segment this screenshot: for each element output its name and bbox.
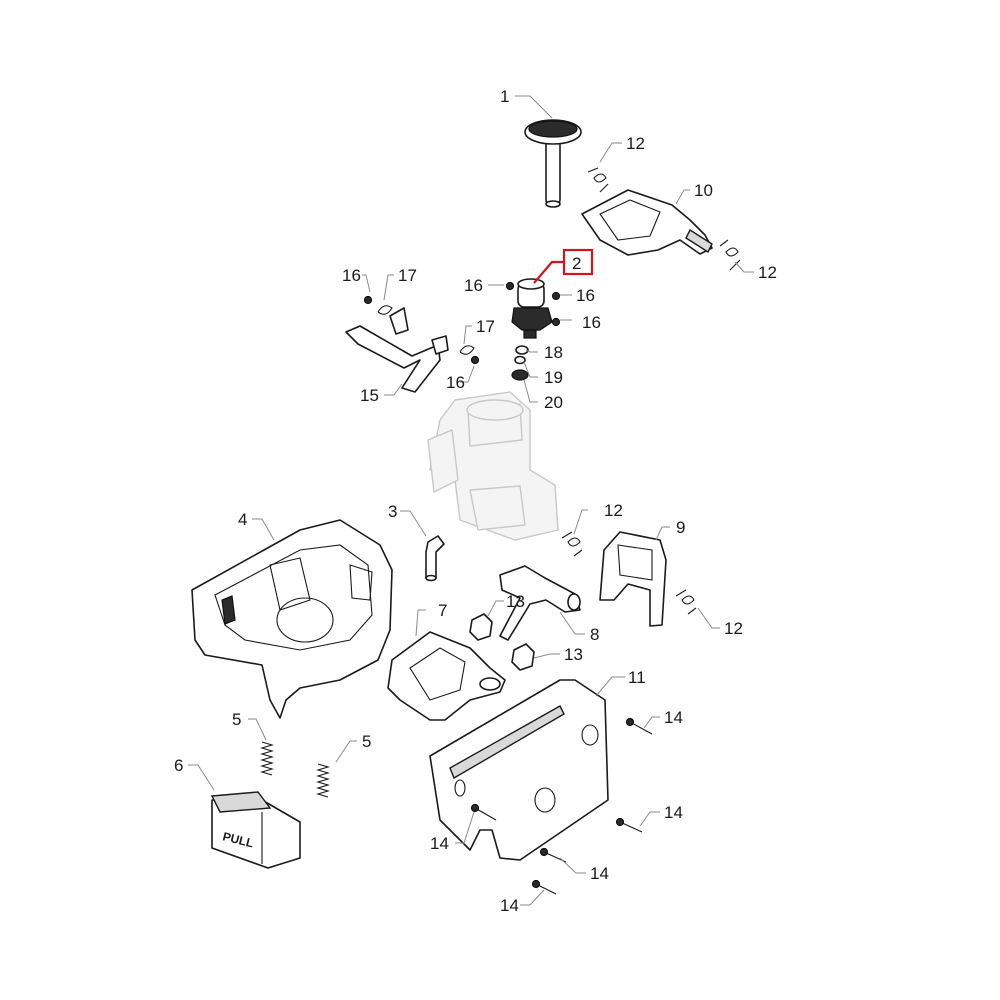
callout-14-e: 14 bbox=[500, 896, 519, 915]
part-10-frame bbox=[581, 189, 713, 256]
spring-12-mid-left bbox=[561, 531, 583, 557]
callout-13-lower: 13 bbox=[564, 645, 583, 664]
callout-12-mid-right: 12 bbox=[724, 619, 743, 638]
part-3-elbow bbox=[425, 535, 445, 582]
callout-16-a: 16 bbox=[342, 266, 361, 285]
clip-17-right bbox=[459, 345, 475, 355]
part-6-pull-handle: PULL bbox=[210, 791, 301, 869]
callout-labels: 1 2 3 4 5 5 6 7 8 9 10 11 12 12 12 12 13… bbox=[174, 87, 777, 915]
screw-16-lower bbox=[470, 355, 480, 365]
spring-12-top bbox=[587, 167, 609, 193]
nut-13-upper bbox=[469, 613, 493, 641]
callout-14-c: 14 bbox=[430, 834, 449, 853]
clip-17-left bbox=[377, 305, 393, 315]
part-4-housing bbox=[191, 519, 393, 719]
callout-16-b: 16 bbox=[464, 276, 483, 295]
callout-6: 6 bbox=[174, 756, 183, 775]
screw-16-left bbox=[363, 295, 373, 305]
callout-14-d: 14 bbox=[590, 864, 609, 883]
part-20-seal bbox=[511, 369, 529, 381]
part-18-oring bbox=[515, 345, 529, 355]
screw-14-a bbox=[625, 717, 653, 735]
part-8-lever bbox=[499, 565, 581, 641]
callout-16-d: 16 bbox=[582, 313, 601, 332]
callout-14-a: 14 bbox=[664, 708, 683, 727]
nut-13-lower bbox=[511, 643, 535, 671]
screw-14-e bbox=[531, 879, 557, 895]
callout-16-c: 16 bbox=[576, 286, 595, 305]
callout-12-mid-left: 12 bbox=[604, 501, 623, 520]
callout-13-upper: 13 bbox=[506, 592, 525, 611]
callout-9: 9 bbox=[676, 518, 685, 537]
callout-10: 10 bbox=[694, 181, 713, 200]
spring-12-right bbox=[719, 239, 741, 271]
part-7-pivot bbox=[387, 631, 506, 721]
leader-lines bbox=[188, 95, 754, 906]
callout-5-right: 5 bbox=[362, 732, 371, 751]
part-2-valve bbox=[505, 278, 561, 339]
part-2-highlight bbox=[533, 248, 594, 284]
callout-15: 15 bbox=[360, 386, 379, 405]
callout-5-left: 5 bbox=[232, 710, 241, 729]
callout-2: 2 bbox=[572, 254, 581, 273]
spring-5-left bbox=[260, 741, 274, 776]
callout-17-b: 17 bbox=[476, 317, 495, 336]
callout-17-a: 17 bbox=[398, 266, 417, 285]
callout-20: 20 bbox=[544, 393, 563, 412]
callout-12-top: 12 bbox=[626, 134, 645, 153]
screw-14-b bbox=[615, 817, 643, 833]
callout-12-right: 12 bbox=[758, 263, 777, 282]
callout-1: 1 bbox=[500, 87, 509, 106]
part-1-strainer bbox=[524, 119, 582, 208]
callout-7: 7 bbox=[438, 601, 447, 620]
screw-14-c bbox=[470, 803, 497, 821]
callout-16-e: 16 bbox=[446, 373, 465, 392]
callout-3: 3 bbox=[388, 502, 397, 521]
ghost-housing bbox=[427, 391, 559, 541]
part-9-bracket bbox=[599, 531, 667, 627]
callout-8: 8 bbox=[590, 625, 599, 644]
spring-12-mid-right bbox=[675, 589, 697, 615]
callout-4: 4 bbox=[238, 510, 247, 529]
callout-19: 19 bbox=[544, 368, 563, 387]
part-19-washer bbox=[514, 355, 526, 365]
part-11-plate bbox=[429, 679, 609, 861]
callout-11: 11 bbox=[628, 668, 646, 687]
part-15-yoke bbox=[345, 307, 449, 393]
callout-18: 18 bbox=[544, 343, 563, 362]
callout-14-b: 14 bbox=[664, 803, 683, 822]
spring-5-right bbox=[316, 763, 330, 798]
